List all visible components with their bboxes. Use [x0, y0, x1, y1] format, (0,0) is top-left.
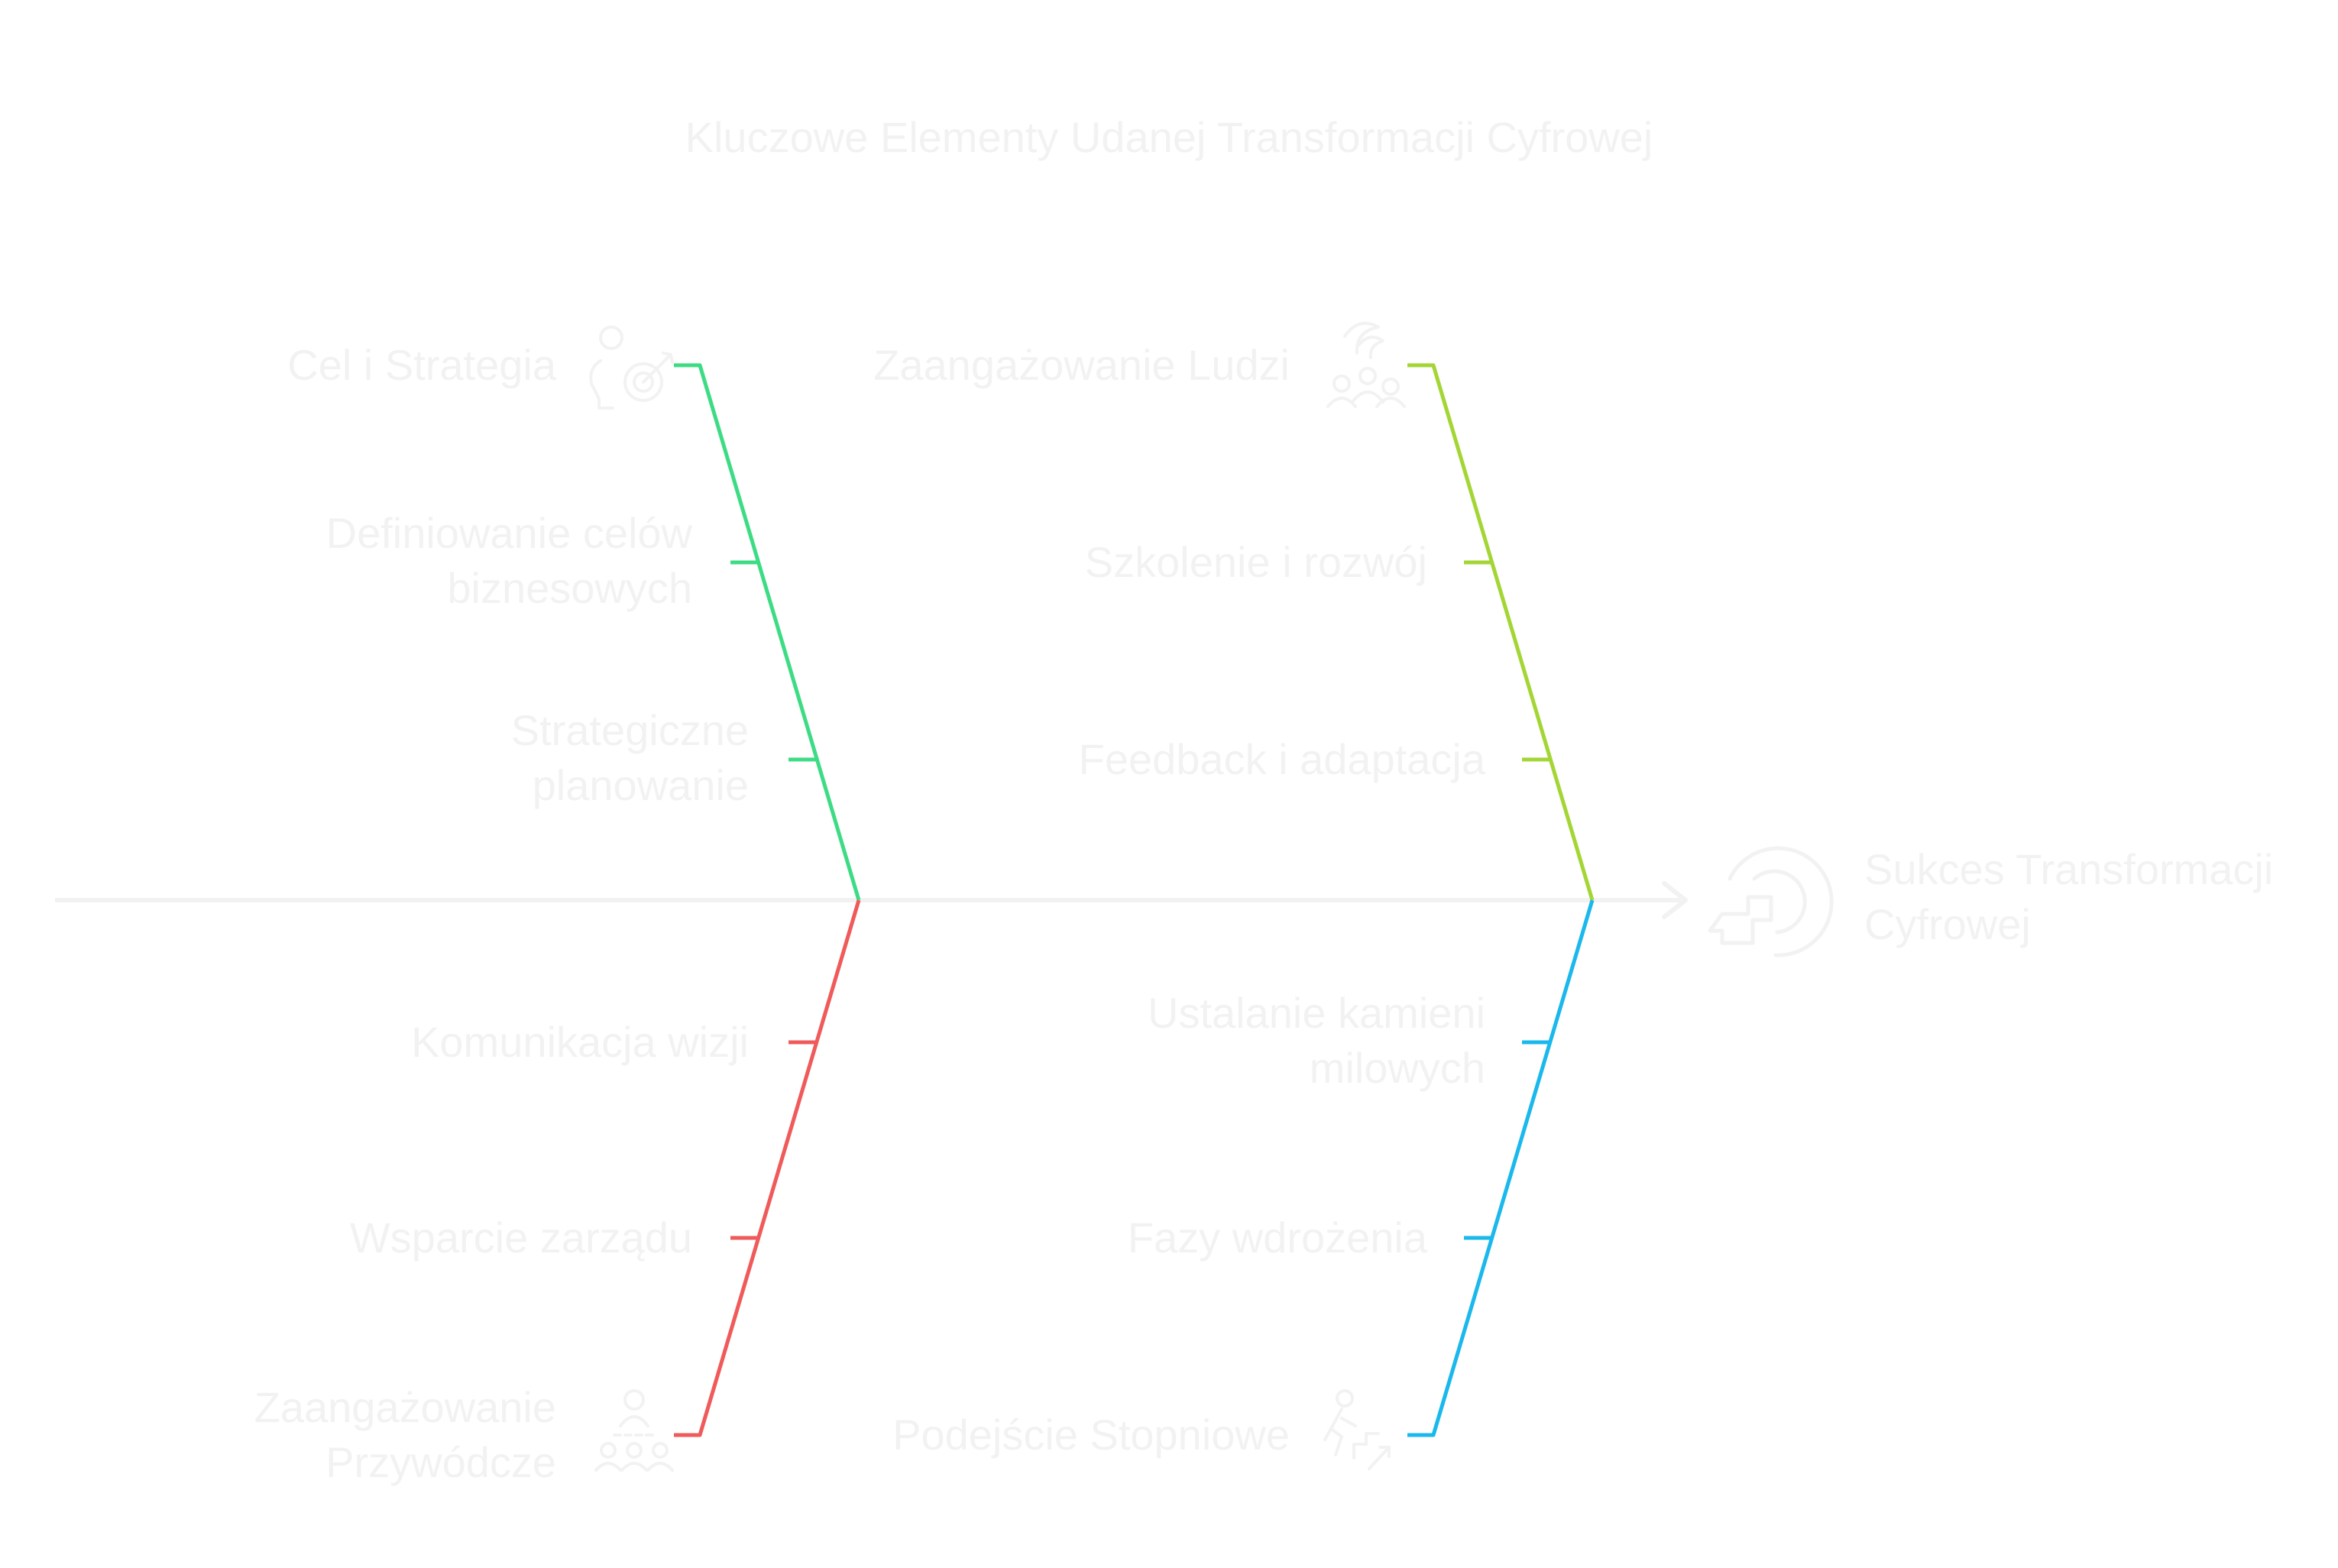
- branch-title-leadership: Zaangażowanie Przywódcze: [254, 1380, 556, 1490]
- branch-item-strategy-a-line2: biznesowych: [447, 564, 692, 612]
- branch-line-people: [1407, 363, 1595, 901]
- branch-item-strategy-b-line2: planowanie: [532, 761, 749, 809]
- outcome-label-line2: Cyfrowej: [1864, 900, 2031, 948]
- branch-item-leadership-a: Komunikacja wizji: [411, 1018, 749, 1066]
- branch-title-leadership-line1: Zaangażowanie: [254, 1383, 556, 1431]
- branch-title-people: Zaangażowanie Ludzi: [873, 341, 1290, 389]
- branch-title-strategy: Cel i Strategia: [287, 341, 556, 389]
- branch-item-strategy-b-line1: Strategiczne: [510, 706, 749, 754]
- branch-line-approach: [1407, 899, 1595, 1437]
- leader-group-icon: [594, 1389, 674, 1472]
- branch-line-strategy: [674, 363, 861, 901]
- team-icon: [1326, 322, 1406, 408]
- branch-title-leadership-line2: Przywódcze: [325, 1438, 556, 1486]
- branch-item-approach-b: Fazy wdrożenia: [1127, 1213, 1427, 1262]
- target-person-icon: [589, 326, 674, 410]
- branch-item-people-b: Feedback i adaptacja: [1078, 735, 1485, 783]
- branch-item-strategy-a: Definiowanie celów biznesowych: [326, 506, 692, 616]
- outcome-label: Sukces Transformacji Cyfrowej: [1864, 842, 2273, 952]
- climbing-steps-icon: [1323, 1389, 1391, 1470]
- branch-item-strategy-a-line1: Definiowanie celów: [325, 509, 692, 557]
- branch-item-people-a: Szkolenie i rozwój: [1084, 538, 1427, 586]
- spine-arrowhead: [1662, 881, 1688, 919]
- branch-item-leadership-b: Wsparcie zarządu: [349, 1213, 692, 1262]
- target-puzzle-icon: [1708, 846, 1834, 957]
- diagram-title: Kluczowe Elementy Udanej Transformacji C…: [685, 113, 1653, 161]
- branch-line-leadership: [674, 899, 861, 1437]
- outcome-label-line1: Sukces Transformacji: [1864, 845, 2274, 893]
- branch-item-approach-a: Ustalanie kamieni milowych: [1148, 986, 1485, 1096]
- branch-title-approach: Podejście Stopniowe: [892, 1411, 1290, 1459]
- branch-item-strategy-b: Strategiczne planowanie: [511, 703, 749, 813]
- branch-item-approach-a-line1: Ustalanie kamieni: [1148, 989, 1485, 1037]
- branch-item-approach-a-line2: milowych: [1309, 1044, 1485, 1092]
